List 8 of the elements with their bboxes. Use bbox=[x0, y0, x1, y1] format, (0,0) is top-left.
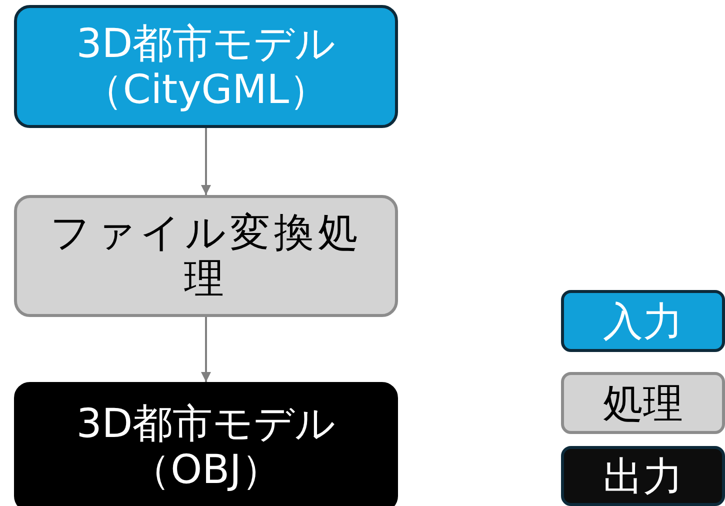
arrow bbox=[201, 317, 211, 382]
legend-swatch: 出力 bbox=[561, 446, 725, 506]
legend-swatch: 処理 bbox=[561, 372, 725, 434]
process-box: ファイル変換処理 bbox=[14, 195, 398, 317]
input-box: 3D都市モデル（CityGML） bbox=[14, 5, 398, 128]
arrow bbox=[201, 128, 211, 195]
output-box: 3D都市モデル（OBJ） bbox=[14, 382, 398, 506]
legend-swatch: 入力 bbox=[561, 290, 725, 352]
